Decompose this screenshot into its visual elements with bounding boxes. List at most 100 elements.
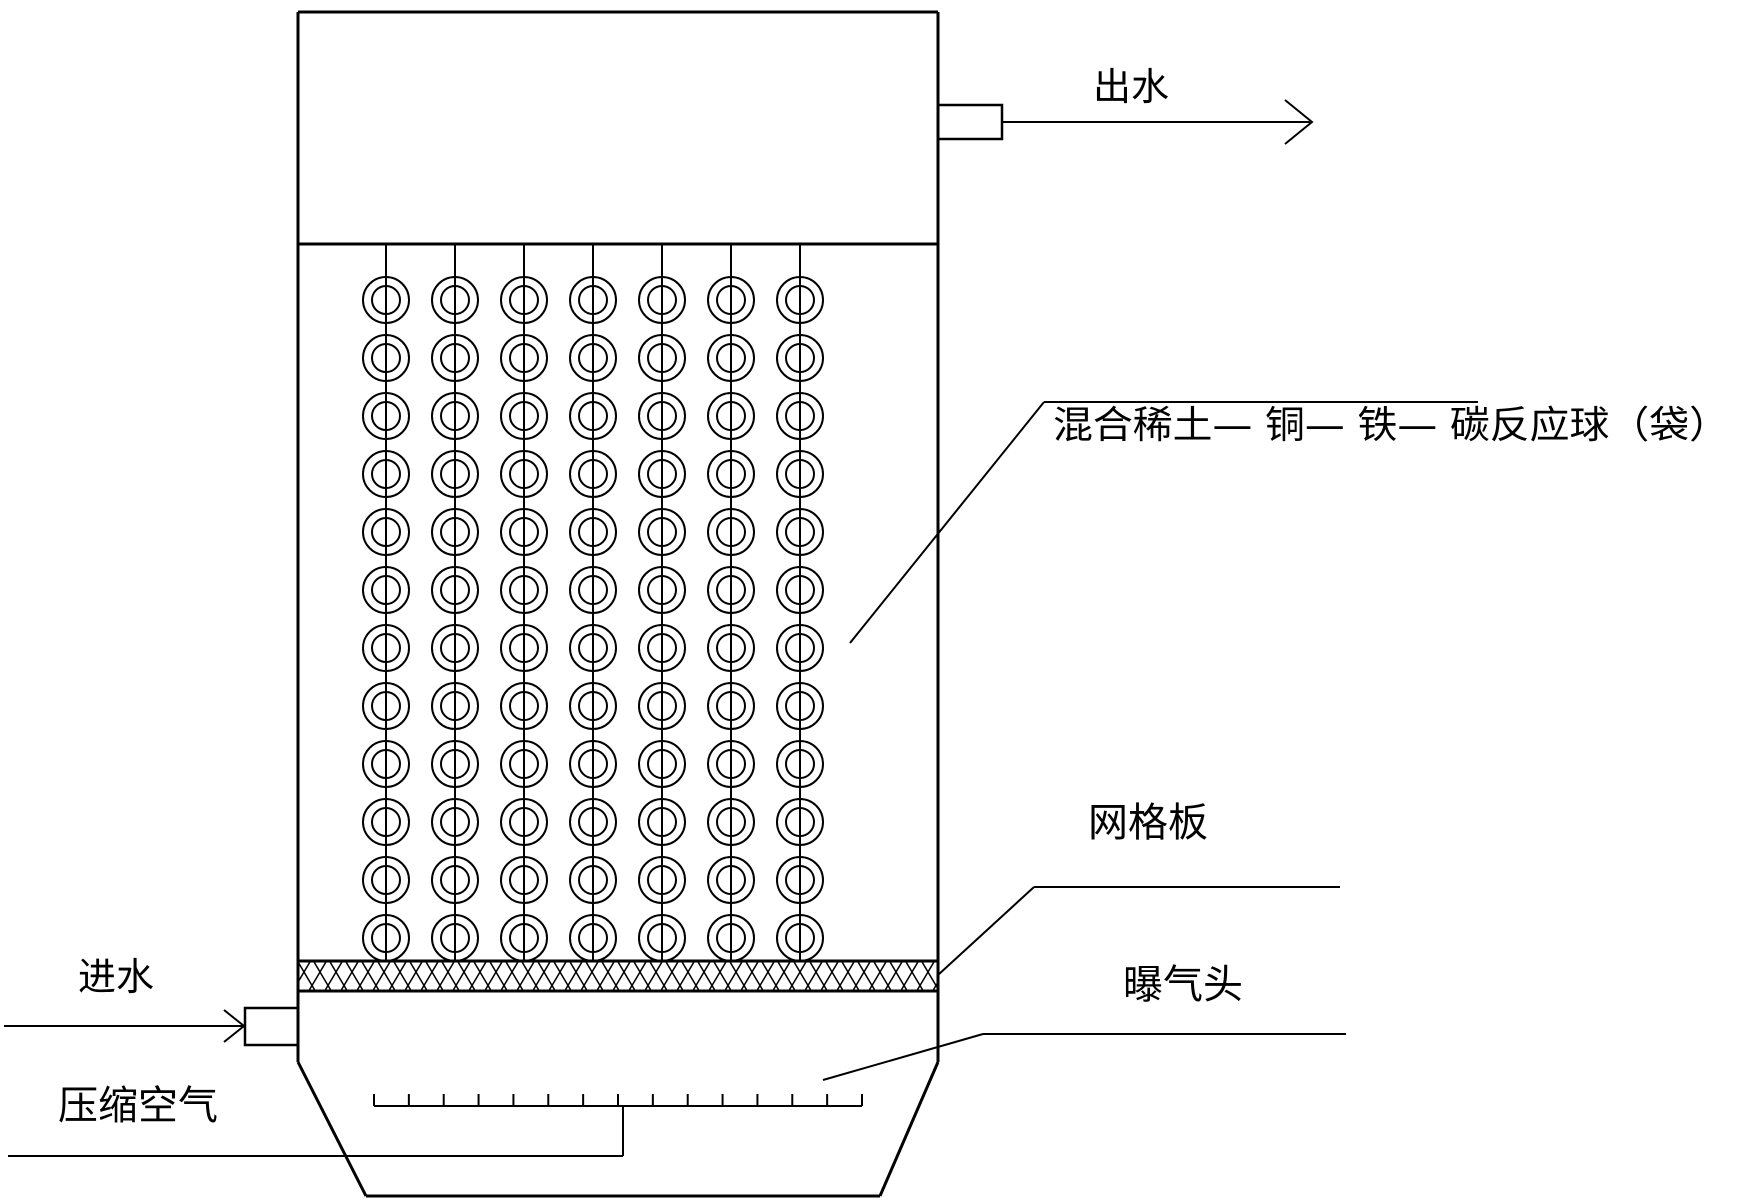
- outlet-water-label: 出水: [1093, 65, 1169, 109]
- reaction-ball-columns: [362, 244, 824, 962]
- reaction-ball: [707, 508, 755, 556]
- inlet-water-label: 进水: [78, 955, 154, 999]
- reaction-ball: [569, 334, 617, 382]
- reaction-ball: [500, 392, 548, 440]
- reaction-ball: [431, 856, 479, 904]
- reaction-ball: [431, 276, 479, 324]
- outlet-pipe: [936, 99, 1314, 145]
- reaction-ball: [569, 508, 617, 556]
- reaction-ball: [638, 450, 686, 498]
- reaction-ball: [362, 392, 410, 440]
- reaction-ball: [638, 624, 686, 672]
- reaction-ball: [431, 914, 479, 962]
- reaction-ball: [638, 334, 686, 382]
- reaction-ball: [707, 914, 755, 962]
- reaction-ball: [431, 682, 479, 730]
- reaction-ball: [776, 566, 824, 614]
- reaction-ball: [707, 624, 755, 672]
- reaction-ball: [500, 276, 548, 324]
- reaction-ball: [362, 856, 410, 904]
- grid-plate-label: 网格板: [1088, 800, 1208, 846]
- reaction-ball: [707, 856, 755, 904]
- reaction-ball: [431, 624, 479, 672]
- reaction-ball-label: 混合稀土— 铜— 铁— 碳反应球（袋）: [1053, 403, 1729, 447]
- reaction-ball: [776, 914, 824, 962]
- reaction-ball: [362, 276, 410, 324]
- ball-column: [638, 244, 686, 962]
- reaction-ball: [431, 740, 479, 788]
- reaction-ball: [638, 798, 686, 846]
- reactor-shell: [296, 10, 940, 1062]
- reaction-ball: [362, 624, 410, 672]
- reaction-ball: [707, 798, 755, 846]
- grid-plate: [298, 959, 938, 993]
- reaction-ball: [431, 798, 479, 846]
- reaction-ball: [638, 276, 686, 324]
- ball-column: [500, 244, 548, 962]
- reaction-ball-leader-line: [849, 401, 1045, 644]
- reaction-ball: [776, 392, 824, 440]
- reaction-ball: [707, 276, 755, 324]
- reaction-ball: [776, 740, 824, 788]
- reaction-ball: [569, 740, 617, 788]
- reaction-ball: [776, 798, 824, 846]
- reaction-ball: [500, 914, 548, 962]
- aerator-leader-line: [822, 1033, 984, 1081]
- reaction-ball: [569, 798, 617, 846]
- reaction-ball: [362, 740, 410, 788]
- reaction-ball: [362, 682, 410, 730]
- reaction-ball: [362, 334, 410, 382]
- reaction-ball: [569, 566, 617, 614]
- reaction-ball: [707, 450, 755, 498]
- reaction-ball: [362, 450, 410, 498]
- ball-column: [707, 244, 755, 962]
- reaction-ball: [707, 566, 755, 614]
- reaction-ball: [638, 508, 686, 556]
- reaction-ball: [500, 856, 548, 904]
- reaction-ball: [638, 856, 686, 904]
- reaction-ball: [776, 276, 824, 324]
- ball-column: [776, 244, 824, 962]
- reaction-ball: [362, 798, 410, 846]
- reaction-ball: [431, 508, 479, 556]
- compressed-air-label: 压缩空气: [58, 1083, 218, 1129]
- reaction-ball: [362, 914, 410, 962]
- reaction-ball: [500, 508, 548, 556]
- reaction-ball: [707, 682, 755, 730]
- reaction-ball: [776, 856, 824, 904]
- reaction-ball: [569, 392, 617, 440]
- reaction-ball: [500, 798, 548, 846]
- reaction-ball: [500, 624, 548, 672]
- grid-plate-leader-line: [937, 886, 1035, 976]
- reaction-ball: [431, 334, 479, 382]
- reaction-ball: [776, 682, 824, 730]
- reaction-ball: [638, 566, 686, 614]
- reaction-ball: [569, 856, 617, 904]
- reaction-ball: [569, 450, 617, 498]
- reaction-ball: [362, 566, 410, 614]
- conical-bottom: [296, 1061, 940, 1198]
- inlet-arrow-icon: [223, 1009, 246, 1043]
- reaction-ball: [362, 508, 410, 556]
- reaction-ball: [500, 566, 548, 614]
- reaction-ball: [500, 450, 548, 498]
- inlet-pipe: [4, 1006, 300, 1047]
- ball-column: [569, 244, 617, 962]
- reaction-ball: [431, 392, 479, 440]
- reaction-ball: [776, 508, 824, 556]
- aerator: [8, 1094, 863, 1157]
- ball-column: [362, 244, 410, 962]
- reaction-ball: [707, 392, 755, 440]
- reaction-ball: [431, 566, 479, 614]
- reaction-ball: [569, 914, 617, 962]
- reaction-ball: [569, 276, 617, 324]
- outlet-arrow-icon: [1284, 99, 1314, 145]
- reaction-ball: [638, 914, 686, 962]
- reaction-ball: [500, 682, 548, 730]
- reaction-ball: [776, 334, 824, 382]
- ball-column: [431, 244, 479, 962]
- reaction-ball: [569, 624, 617, 672]
- reaction-ball: [707, 740, 755, 788]
- reaction-ball: [569, 682, 617, 730]
- reaction-ball: [638, 682, 686, 730]
